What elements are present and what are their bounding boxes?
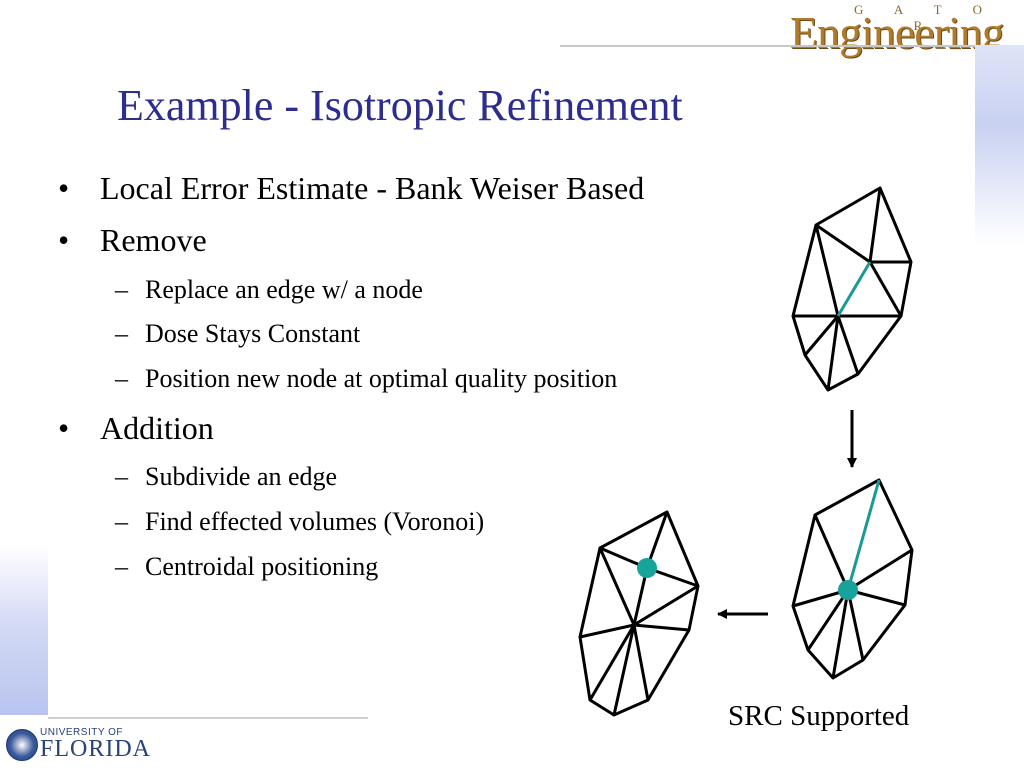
mesh-edge [868, 187, 882, 263]
sub-bullet-glyph: – [115, 364, 128, 393]
bullet-item: • Addition [58, 410, 214, 447]
mesh-subdivided [791, 478, 914, 680]
mesh-edge [632, 624, 650, 701]
sub-bullet-text: Find effected volumes (Voronoi) [145, 507, 485, 536]
mesh-edge [815, 223, 871, 264]
header-divider [560, 45, 975, 47]
mesh-edge [579, 623, 635, 639]
uf-seal-icon [6, 729, 38, 761]
decorative-strip-left [0, 545, 48, 715]
mesh-edge [612, 624, 636, 716]
centroid-node-marker [637, 558, 657, 578]
sub-bullet-text: Centroidal positioning [145, 552, 379, 581]
mesh-edge [633, 623, 690, 632]
sub-bullet-text: Dose Stays Constant [145, 319, 361, 348]
sub-bullet-item: –Dose Stays Constant [115, 319, 360, 349]
mesh-edge [846, 589, 865, 661]
brand-gator-text: G A T O R [854, 2, 996, 33]
footer-divider [48, 717, 368, 719]
mesh-original [791, 186, 913, 392]
mesh-edge [847, 548, 913, 592]
mesh-repositioned [578, 510, 700, 717]
sub-bullet-glyph: – [115, 552, 128, 581]
mesh-edge [814, 224, 840, 317]
bullet-text: Local Error Estimate - Bank Weiser Based [100, 170, 645, 206]
sub-bullet-text: Position new node at optimal quality pos… [145, 364, 618, 393]
highlighted-edge [846, 479, 881, 591]
brand-engineering-logo: Engineering [790, 7, 1005, 58]
sub-bullet-glyph: – [115, 275, 128, 304]
mesh-edge [598, 547, 636, 626]
bullet-glyph: • [58, 170, 70, 206]
mesh-edge [813, 514, 850, 591]
bullet-item: • Local Error Estimate - Bank Weiser Base… [58, 170, 644, 207]
sub-bullet-glyph: – [115, 462, 128, 491]
sub-bullet-item: –Subdivide an edge [115, 462, 337, 492]
sub-bullet-item: –Find effected volumes (Voronoi) [115, 507, 484, 537]
mesh-edge [868, 261, 903, 317]
sub-bullet-glyph: – [115, 507, 128, 536]
sub-bullet-text: Replace an edge w/ a node [145, 275, 423, 304]
mesh-edge [831, 589, 850, 679]
sub-bullet-text: Subdivide an edge [145, 462, 338, 491]
slide-title: Example - Isotropic Refinement [117, 81, 683, 130]
new-node-marker [838, 580, 858, 600]
mesh-edge [836, 315, 860, 375]
bullet-text: Addition [100, 410, 214, 446]
university-name: FLORIDA [40, 736, 152, 762]
bullet-item: • Remove [58, 222, 207, 259]
bullet-glyph: • [58, 410, 70, 446]
mesh-edge [806, 589, 850, 651]
mesh-edge [633, 584, 699, 627]
sub-bullet-item: –Position new node at optimal quality po… [115, 364, 617, 394]
university-label: UNIVERSITY OF [40, 727, 123, 738]
decorative-strip-right [975, 45, 1024, 245]
sub-bullet-item: –Replace an edge w/ a node [115, 275, 423, 305]
caption: SRC Supported [728, 700, 910, 732]
bullet-glyph: • [58, 222, 70, 258]
mesh-edge [826, 315, 840, 391]
sub-bullet-item: –Centroidal positioning [115, 552, 378, 582]
highlighted-edge [836, 261, 872, 317]
bullet-text: Remove [100, 222, 207, 258]
mesh-edge [588, 624, 636, 701]
sub-bullet-glyph: – [115, 319, 128, 348]
mesh-edge [803, 315, 840, 356]
